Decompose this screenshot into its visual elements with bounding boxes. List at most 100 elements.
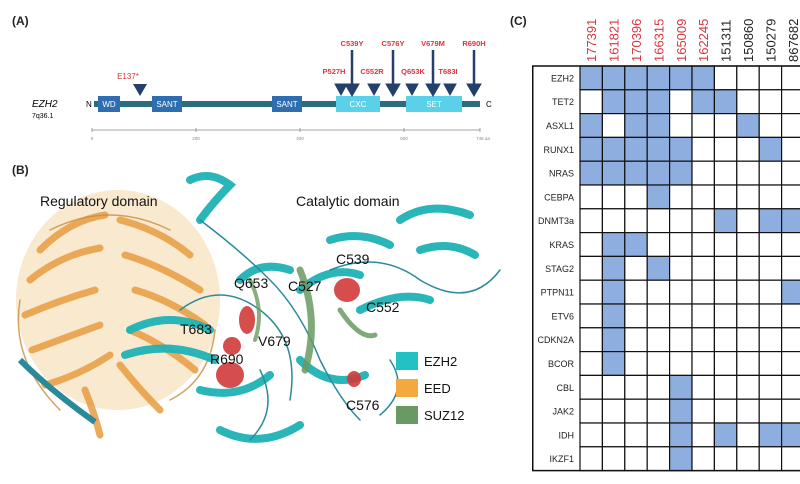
sample-id-162245: 162245 [696,19,711,62]
grid-cell-cbl-161821 [601,374,626,400]
grid-cell-ikzf1-150860 [736,446,760,472]
grid-cell-cbl-150860 [736,374,760,400]
gene-locus: 7q36.1 [32,113,54,120]
grid-cell-cebpa-166315 [646,184,671,210]
grid-cell-ezh2-150860 [736,65,760,91]
grid-cell-cebpa-170396 [624,184,648,210]
grid-cell-ikzf1-161821 [601,446,626,472]
residue-v679: V679 [258,333,291,349]
grid-cell-cbl-151311 [713,374,738,400]
grid-cell-ezh2-166315 [646,65,671,91]
grid-cell-cbl-170396 [624,374,648,400]
sample-id-170396: 170396 [629,19,644,62]
grid-cell-cebpa-177391 [579,184,603,210]
gene-label-ptpn11: PTPN11 [541,288,574,298]
eed-structure [16,190,220,439]
grid-cell-idh-150860 [736,422,760,448]
grid-cell-etv6-161821 [601,303,626,329]
grid-cell-cebpa-150860 [736,184,760,210]
grid-cell-nras-151311 [713,160,738,186]
gene-label-bcor: BCOR [548,359,575,369]
grid-cell-tet2-151311 [713,89,738,115]
grid-cell-etv6-151311 [713,303,738,329]
grid-cell-stag2-170396 [624,255,648,281]
grid-cell-etv6-177391 [579,303,603,329]
residue-q653: Q653 [234,275,268,291]
grid-cell-nras-867682 [781,160,800,186]
grid-cell-idh-166315 [646,422,671,448]
domain-wd: WD [98,96,120,112]
residue-c552: C552 [366,299,400,315]
grid-cell-cdkn2a-166315 [646,327,671,353]
mutation-arrows [334,50,482,97]
grid-cell-asxl1-166315 [646,112,671,138]
grid-cell-idh-867682 [781,422,800,448]
grid-cell-jak2-170396 [624,398,648,424]
gene-label-nras: NRAS [549,169,574,179]
gene-label-cebpa: CEBPA [544,192,574,202]
grid-cell-nras-170396 [624,160,648,186]
sample-id-166315: 166315 [651,19,666,62]
mutation-q653k: Q653K [401,67,425,76]
domain-sant-2: SANT [272,96,302,112]
gene-label-idh: IDH [559,430,575,440]
grid-cell-tet2-166315 [646,89,671,115]
gene-label-kras: KRAS [549,240,574,250]
grid-cell-runx1-166315 [646,136,671,162]
grid-cell-bcor-151311 [713,351,738,377]
grid-cell-cdkn2a-150279 [758,327,783,353]
gene-label-dnmt3a: DNMT3a [538,216,574,226]
grid-cell-ikzf1-165009 [669,446,693,472]
grid-cell-bcor-161821 [601,351,626,377]
domain-sant-1: SANT [152,96,182,112]
grid-cell-cdkn2a-151311 [713,327,738,353]
grid-cell-etv6-150860 [736,303,760,329]
grid-cell-kras-162245 [691,232,715,258]
svg-text:SANT: SANT [156,100,177,109]
grid-cell-stag2-162245 [691,255,715,281]
legend-swatch-ezh2 [396,352,418,370]
grid-cell-dnmt3a-150279 [758,208,783,234]
grid-cell-runx1-165009 [669,136,693,162]
grid-cell-ptpn11-150279 [758,279,783,305]
gene-name: EZH2 [32,99,58,110]
regulatory-domain-label: Regulatory domain [40,193,158,209]
grid-cell-ikzf1-151311 [713,446,738,472]
grid-cell-dnmt3a-162245 [691,208,715,234]
residue-c539: C539 [336,251,370,267]
sample-id-151311: 151311 [719,20,734,62]
grid-cell-tet2-177391 [579,89,603,115]
grid-cell-cebpa-161821 [601,184,626,210]
grid-cell-cebpa-151311 [713,184,738,210]
grid-cell-ezh2-170396 [624,65,648,91]
gene-label-tet2: TET2 [552,97,574,107]
grid-cell-idh-161821 [601,422,626,448]
gene-label-cbl: CBL [556,383,574,393]
grid-cell-asxl1-867682 [781,112,800,138]
grid-cell-kras-161821 [601,232,626,258]
legend-label-suz12: SUZ12 [424,408,464,423]
grid-cell-nras-161821 [601,160,626,186]
grid-cell-asxl1-170396 [624,112,648,138]
grid-cell-etv6-162245 [691,303,715,329]
scale-tick-600: 600 [400,136,408,141]
grid-cell-cebpa-165009 [669,184,693,210]
grid-cell-ikzf1-166315 [646,446,671,472]
grid-cell-kras-177391 [579,232,603,258]
grid-cell-ptpn11-161821 [601,279,626,305]
residue-c527: C527 [288,278,322,294]
grid-cell-jak2-177391 [579,398,603,424]
grid-cell-stag2-165009 [669,255,693,281]
grid-cell-ptpn11-166315 [646,279,671,305]
grid-cell-ptpn11-867682 [781,279,800,305]
legend-label-eed: EED [424,381,451,396]
grid-cell-cdkn2a-170396 [624,327,648,353]
grid-cell-cbl-165009 [669,374,693,400]
grid-cell-asxl1-177391 [579,112,603,138]
grid-cell-stag2-150860 [736,255,760,281]
grid-cell-ikzf1-177391 [579,446,603,472]
grid-cell-tet2-150279 [758,89,783,115]
grid-cell-bcor-867682 [781,351,800,377]
grid-cell-ptpn11-162245 [691,279,715,305]
